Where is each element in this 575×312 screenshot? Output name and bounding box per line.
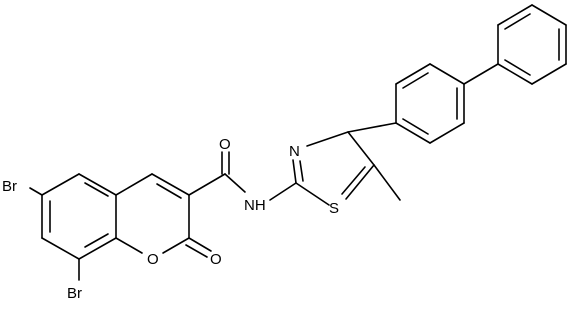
atom-br-bottom: Br [67, 285, 82, 302]
atom-o-lactone-carbonyl: O [210, 251, 222, 268]
bond-thiazole-phenyl [347, 122, 397, 133]
biaryl-bond [463, 63, 499, 85]
pyranone-ring [115, 173, 190, 254]
amide-group [188, 151, 246, 196]
thiazole-ring [292, 131, 375, 206]
atom-o-ring: O [147, 251, 159, 268]
atom-nh: NH [244, 197, 266, 214]
atom-o-amide: O [219, 136, 231, 153]
atom-s-thiazole: S [329, 200, 339, 217]
atom-br-top: Br [2, 178, 17, 195]
bond-nh-thiazole [269, 182, 297, 201]
methyl-bond [373, 164, 401, 201]
benzo-ring [41, 173, 117, 260]
atom-n-thiazole: N [289, 143, 300, 160]
bond-br6 [29, 187, 43, 196]
lactone-carbonyl [185, 237, 212, 258]
phenyl-ring-outer [497, 4, 567, 85]
phenyl-ring-inner [395, 63, 465, 144]
